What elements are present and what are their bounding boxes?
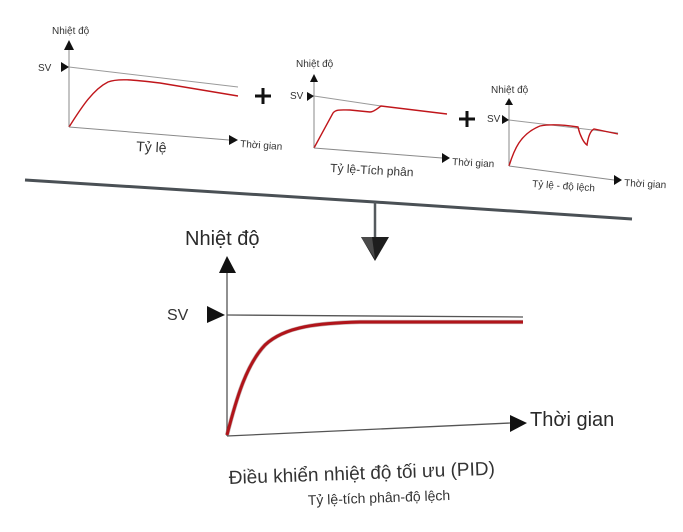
y-axis-arrow-icon — [219, 256, 236, 273]
x-axis-label: Thời gian — [624, 178, 667, 191]
setpoint-label: SV — [290, 91, 304, 102]
x-axis-arrow-icon — [442, 153, 450, 163]
response-curve — [225, 320, 523, 436]
x-axis-arrow-icon — [614, 175, 622, 185]
y-axis-label: Nhiệt độ — [185, 228, 260, 250]
panel-proportional-integral: Nhiệt độ SV Thời gian Tỷ lệ-Tích phân — [290, 59, 495, 179]
panel-caption: Tỷ lệ - độ lệch — [532, 178, 595, 194]
panel-proportional: Nhiệt độ SV Thời gian Tỷ lệ — [38, 26, 283, 156]
setpoint-marker-icon — [502, 115, 509, 124]
x-axis-label: Thời gian — [240, 139, 283, 153]
x-axis — [226, 422, 511, 437]
plus-operator-icon — [459, 111, 475, 127]
setpoint-line — [68, 66, 239, 88]
x-axis — [508, 165, 615, 181]
setpoint-line — [226, 314, 524, 318]
x-axis-label: Thời gian — [530, 409, 614, 431]
x-axis-label: Thời gian — [452, 157, 495, 170]
x-axis — [68, 126, 230, 141]
setpoint-marker-icon — [61, 62, 69, 72]
panel-proportional-derivative: Nhiệt độ SV Thời gian Tỷ lệ - độ lệch — [487, 85, 667, 194]
plus-operator-icon — [255, 88, 271, 104]
y-axis-arrow-icon — [505, 98, 513, 105]
down-arrow-icon — [361, 237, 389, 261]
setpoint-label: SV — [38, 63, 52, 74]
setpoint-line — [313, 95, 382, 107]
y-axis-label: Nhiệt độ — [491, 85, 529, 96]
y-axis-arrow-icon — [310, 74, 318, 82]
response-curve — [313, 105, 448, 149]
response-curve — [508, 124, 619, 167]
diagram-subtitle: Tỷ lệ-tích phân-độ lệch — [308, 487, 451, 508]
panel-pid-result: Nhiệt độ SV Thời gian — [167, 228, 614, 437]
setpoint-marker-icon — [307, 92, 314, 101]
panel-caption: Tỷ lệ-Tích phân — [330, 161, 414, 179]
setpoint-label: SV — [167, 307, 189, 324]
y-axis-arrow-icon — [64, 40, 74, 50]
panel-caption: Tỷ lệ — [136, 138, 167, 156]
response-curve — [68, 79, 239, 128]
y-axis-label: Nhiệt độ — [296, 59, 334, 70]
x-axis-arrow-icon — [229, 135, 238, 145]
y-axis-label: Nhiệt độ — [52, 26, 90, 37]
x-axis-arrow-icon — [510, 415, 527, 432]
setpoint-marker-icon — [207, 306, 225, 323]
x-axis — [313, 147, 443, 159]
diagram-title: Điều khiển nhiệt độ tối ưu (PID) — [228, 459, 495, 489]
setpoint-label: SV — [487, 114, 501, 125]
